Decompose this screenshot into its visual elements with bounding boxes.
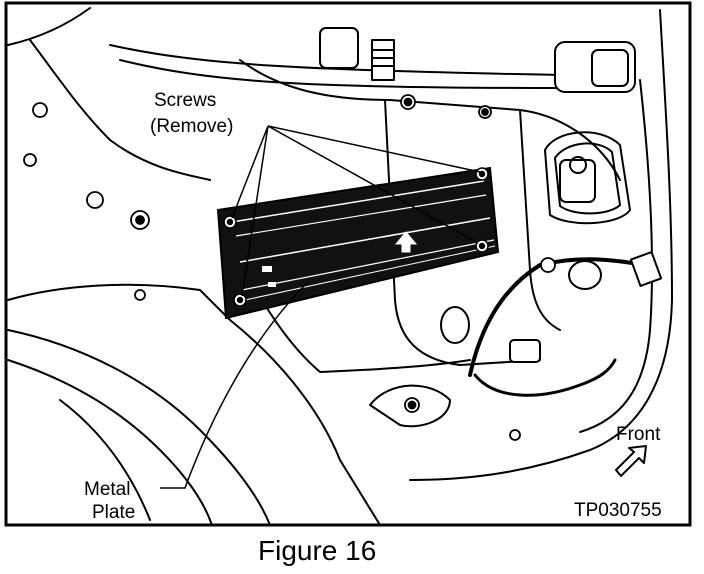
door-lower-curve: [7, 329, 271, 526]
door-lower-curve-2: [7, 359, 213, 526]
lock-actuator: [554, 41, 636, 93]
motor-opening: [544, 131, 631, 225]
screws-label-line2: (Remove): [150, 116, 233, 137]
screws-label-line1: Screws: [154, 90, 216, 111]
large-access-hole: [261, 299, 471, 373]
inner-door-edge: [239, 59, 621, 181]
metal-plate-label-line1: Metal: [84, 479, 130, 500]
window-motor: [559, 159, 596, 203]
rivet-holes: [23, 102, 556, 441]
leader-lines: [160, 125, 481, 489]
door-lower-curve-3: [59, 399, 151, 521]
harness-connector: [629, 251, 663, 287]
rod-clip-left: [319, 27, 359, 69]
front-label: Front: [616, 424, 661, 445]
lock-rod-bottom: [119, 59, 561, 89]
lock-rod-top: [109, 44, 561, 76]
lock-actuator-inner: [591, 49, 629, 87]
lower-bracket: [369, 384, 451, 428]
door-top-left-curve: [7, 7, 91, 46]
motor-opening-inner: [554, 142, 621, 215]
door-left-contour: [29, 39, 211, 181]
wire-harness-2: [473, 358, 617, 397]
door-illustration: [7, 7, 673, 526]
harness-connector-2: [509, 339, 541, 363]
figure-code: TP030755: [574, 500, 662, 521]
metal-plate-label-line2: Plate: [92, 502, 135, 523]
front-arrow-icon: [615, 445, 647, 477]
lower-hole-1: [440, 306, 470, 344]
door-outer-shell: [7, 283, 381, 526]
screw-heads: [223, 167, 489, 307]
door-right-edge: [409, 9, 673, 481]
lower-hole-2: [568, 260, 602, 290]
door-inner-right-edge: [579, 79, 653, 433]
metal-plate: [216, 166, 500, 320]
wire-harness: [468, 257, 647, 377]
rod-clip-center: [371, 39, 395, 81]
bolts: [130, 94, 492, 413]
up-arrow-icon: [394, 231, 418, 253]
figure-caption: Figure 16: [258, 535, 376, 566]
inner-panel-outline: [384, 99, 541, 366]
